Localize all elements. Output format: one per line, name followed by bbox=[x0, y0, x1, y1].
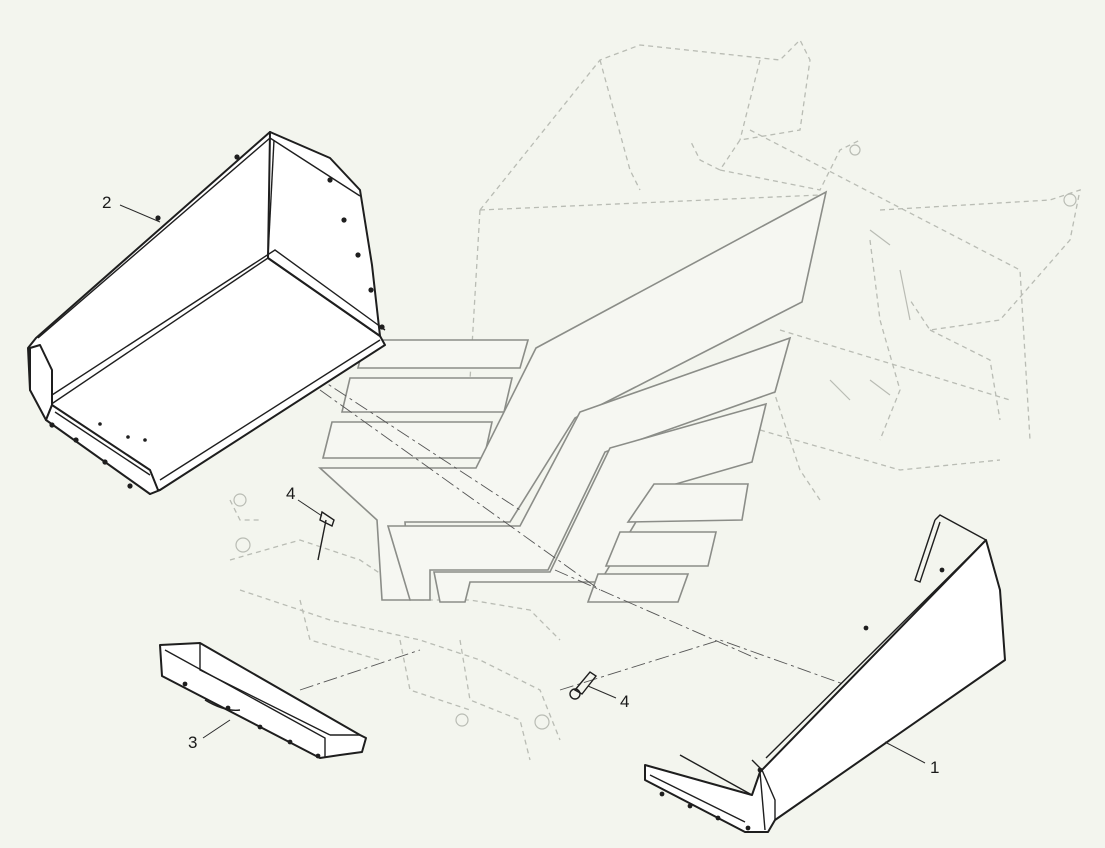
bolt bbox=[225, 705, 231, 711]
callout-4-lower: 4 bbox=[620, 692, 629, 711]
bolt bbox=[287, 739, 293, 745]
bolt bbox=[379, 324, 385, 330]
bolt bbox=[234, 154, 240, 160]
logo-bar-right-3 bbox=[586, 573, 690, 603]
bolt bbox=[182, 681, 188, 687]
callout-1: 1 bbox=[930, 758, 939, 777]
bolt bbox=[49, 422, 55, 428]
bolt bbox=[126, 435, 130, 439]
bolt bbox=[102, 459, 108, 465]
callout-2: 2 bbox=[102, 193, 111, 212]
logo-mark bbox=[317, 190, 828, 603]
leader-3 bbox=[202, 719, 231, 739]
bolt bbox=[355, 252, 361, 258]
bolt bbox=[327, 177, 333, 183]
callouts: 2 4 3 4 1 bbox=[102, 193, 939, 777]
bolt bbox=[257, 724, 263, 730]
bolt bbox=[863, 625, 869, 631]
bolt bbox=[659, 791, 665, 797]
part-1-side-panel bbox=[644, 514, 1006, 833]
bolt bbox=[73, 437, 79, 443]
part-4-pin-upper bbox=[317, 510, 335, 561]
bolt bbox=[745, 825, 751, 831]
bolt bbox=[155, 215, 161, 221]
bolt bbox=[757, 767, 763, 773]
logo-bar-right-2 bbox=[604, 531, 718, 567]
callout-3: 3 bbox=[188, 733, 197, 752]
leader-4-upper bbox=[297, 499, 323, 517]
logo-bar-2 bbox=[340, 377, 514, 413]
logo-chevron-left bbox=[317, 190, 828, 601]
leader-2 bbox=[119, 204, 161, 223]
part-3-plate bbox=[159, 642, 367, 759]
part-4-pin-lower bbox=[569, 671, 598, 700]
leader-1 bbox=[884, 741, 926, 764]
part-2-pan bbox=[27, 131, 386, 495]
bolt bbox=[143, 438, 147, 442]
leader-4-lower bbox=[587, 685, 617, 699]
bolt bbox=[127, 483, 133, 489]
bolt bbox=[368, 287, 374, 293]
bolt bbox=[315, 753, 321, 759]
bolt bbox=[939, 567, 945, 573]
bolt bbox=[715, 815, 721, 821]
bolt bbox=[341, 217, 347, 223]
logo-bar-right-1 bbox=[626, 483, 749, 523]
leader-lines bbox=[119, 204, 926, 764]
ghost-frame bbox=[229, 38, 1081, 761]
bolt bbox=[687, 803, 693, 809]
bolt bbox=[98, 422, 102, 426]
logo-chevron-middle bbox=[386, 336, 792, 601]
callout-4-upper: 4 bbox=[286, 484, 295, 503]
